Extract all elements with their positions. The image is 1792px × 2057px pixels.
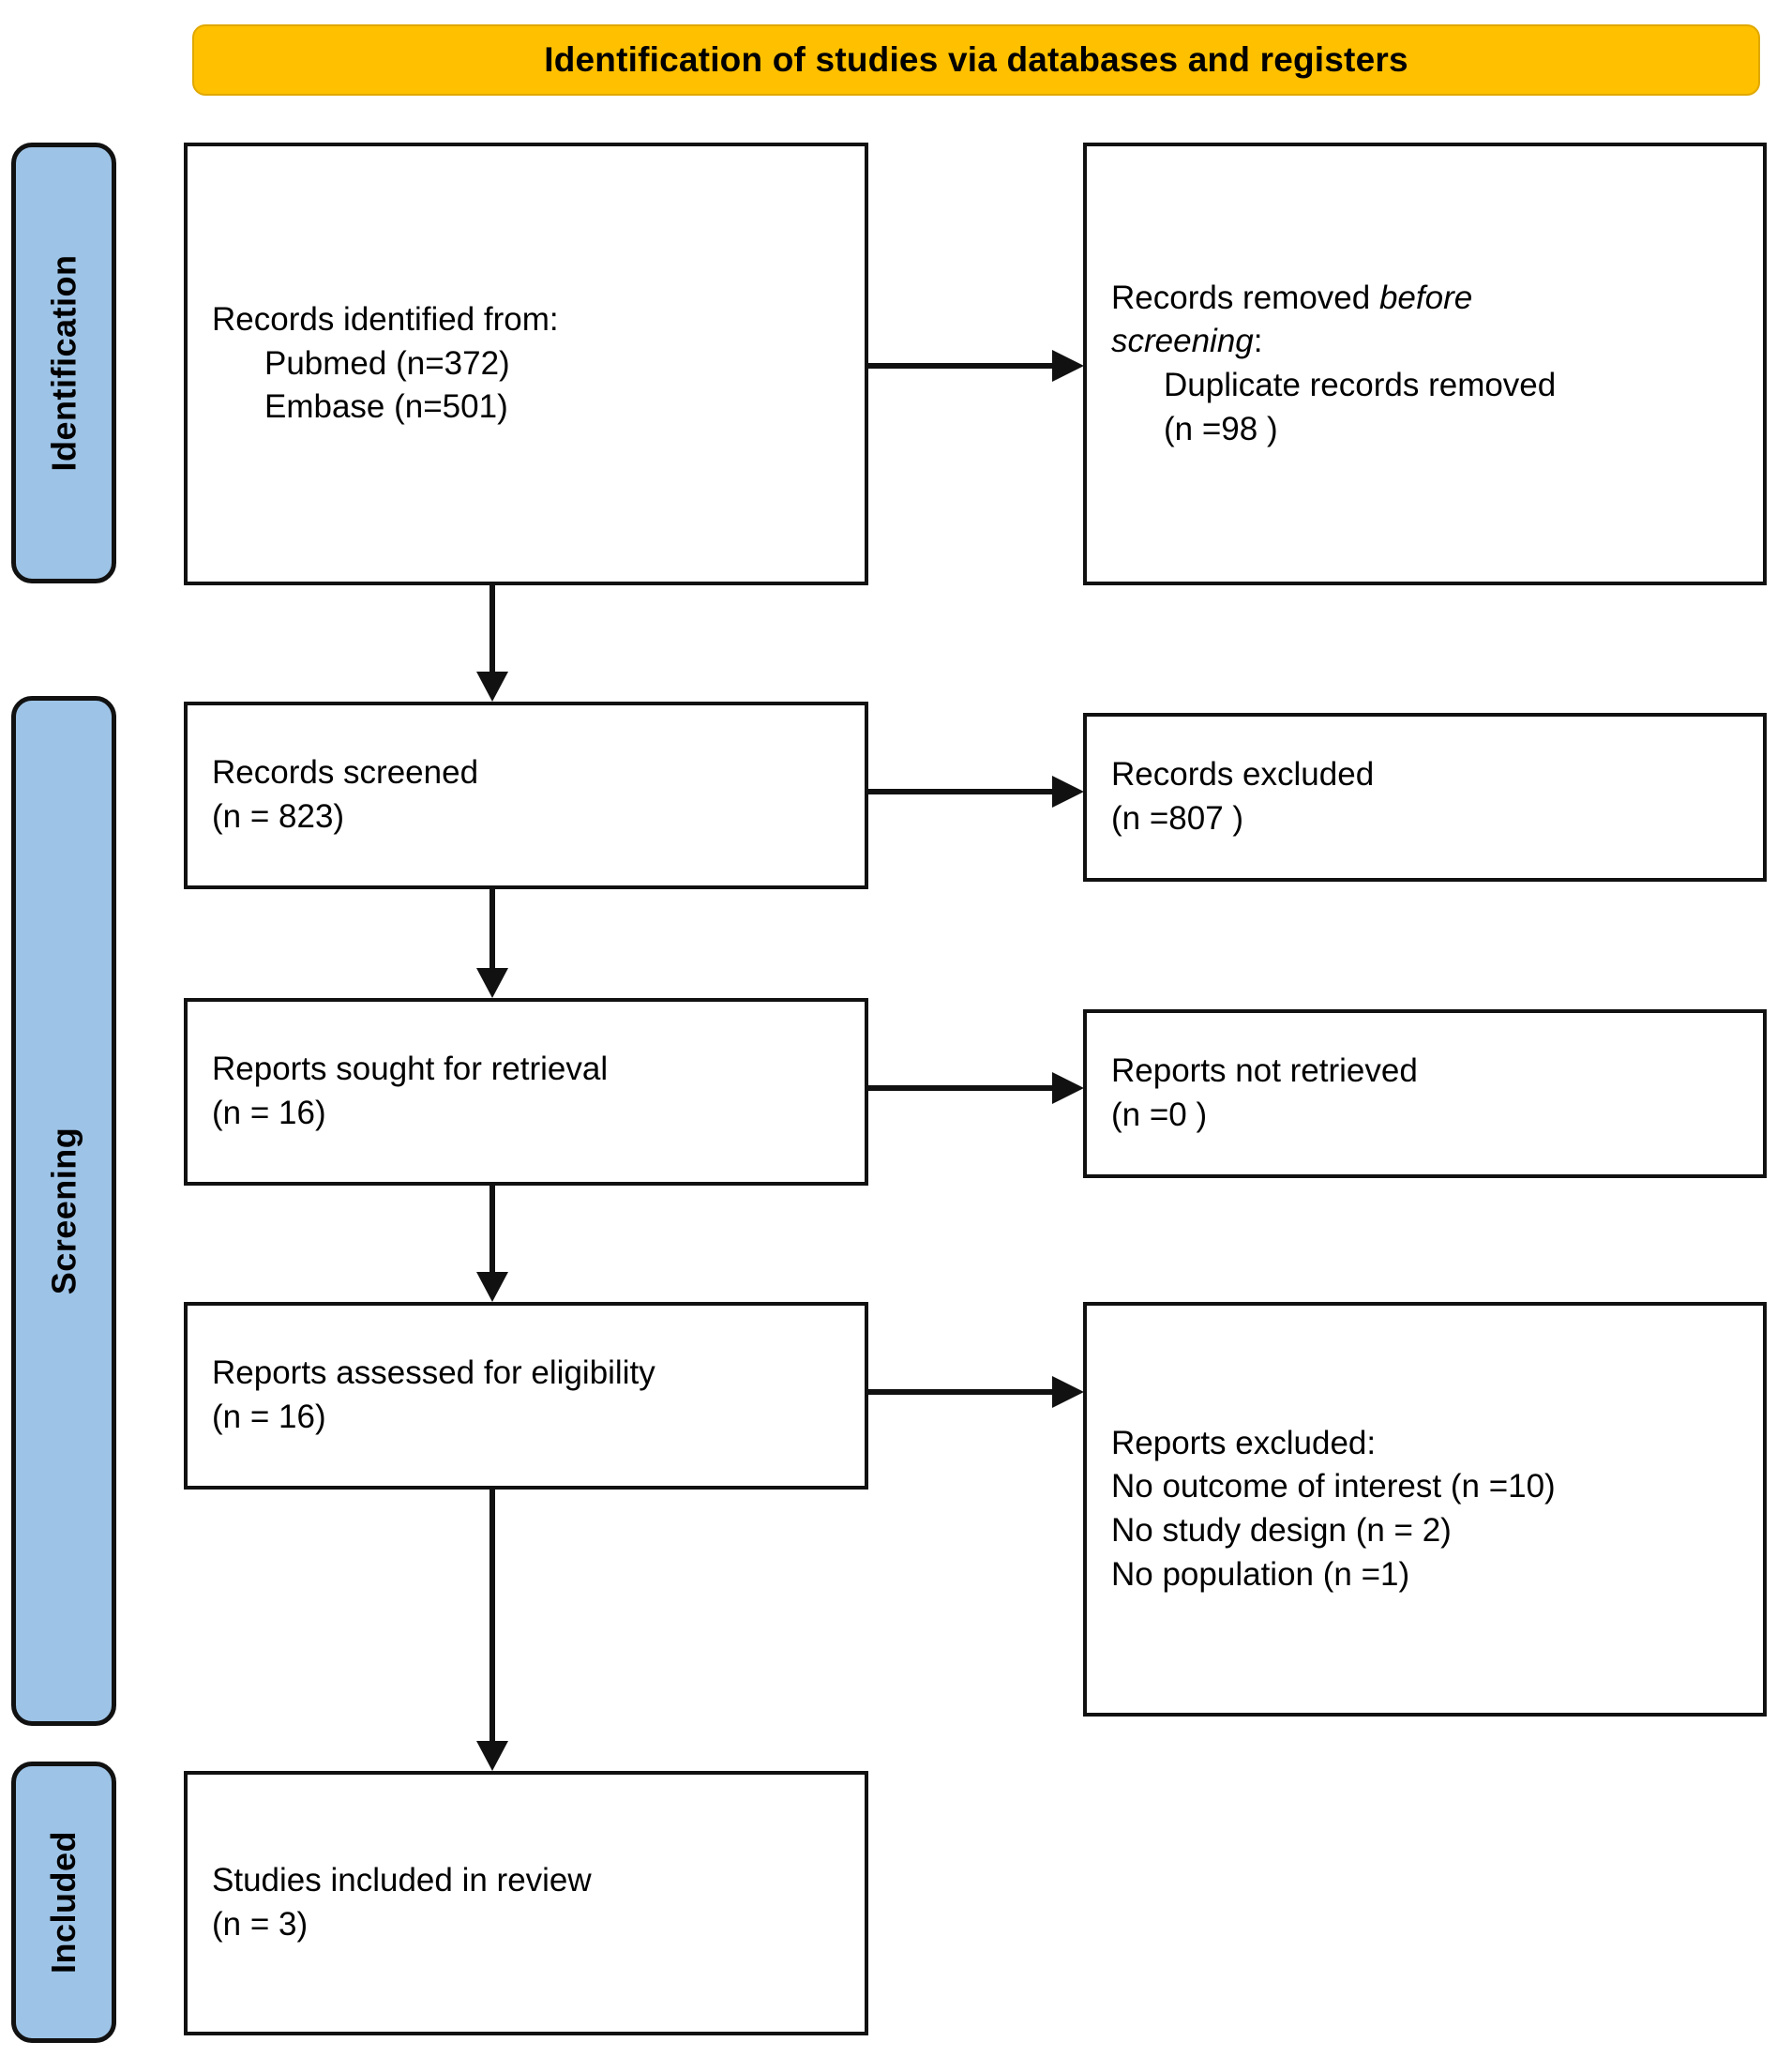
box-records-removed-line-3: Duplicate records removed [1164,367,1557,403]
stage-label-screening: Screening [11,696,116,1726]
stage-label-screening-text: Screening [44,1127,83,1295]
box-reports-assessed-line-2: (n = 16) [212,1399,326,1435]
box-records-removed-line-1: Records removed before [1111,277,1739,321]
diagram-title: Identification of studies via databases … [544,40,1408,79]
stage-label-included-text: Included [44,1830,83,1974]
box-reports-sought-for-retrieval: Reports sought for retrieval (n = 16) [184,998,868,1186]
arrow-screened-to-sought [469,889,516,1000]
box-records-removed-line-1-plain: Records removed [1111,279,1379,316]
box-records-screened: Records screened (n = 823) [184,702,868,889]
box-records-excluded: Records excluded (n =807 ) [1083,713,1767,882]
arrow-identified-to-screened [469,585,516,703]
stage-label-identification: Identification [11,143,116,583]
box-reports-sought-line-1: Reports sought for retrieval [212,1051,609,1088]
box-reports-excluded-line-4: No population (n =1) [1111,1555,1410,1593]
box-records-removed-line-4: (n =98 ) [1164,410,1278,447]
box-records-identified-line-2: Pubmed (n=372) [264,344,510,382]
box-reports-assessed-line-1: Reports assessed for eligibility [212,1354,655,1392]
arrow-sought-to-assessed [469,1186,516,1304]
box-reports-not-retrieved-line-2: (n =0 ) [1111,1097,1208,1133]
stage-label-included: Included [11,1762,116,2043]
box-records-excluded-line-2: (n =807 ) [1111,800,1244,837]
arrow-identified-to-removed-before-screening [868,345,1086,386]
diagram-title-banner: Identification of studies via databases … [192,24,1760,96]
arrow-assessed-to-included [469,1490,516,1773]
stage-label-identification-text: Identification [44,254,83,472]
box-records-removed-line-2: screening: [1111,320,1739,364]
box-reports-not-retrieved: Reports not retrieved (n =0 ) [1083,1009,1767,1178]
box-reports-assessed-for-eligibility: Reports assessed for eligibility (n = 16… [184,1302,868,1490]
arrow-sought-to-not-retrieved [868,1067,1086,1109]
box-records-removed-line-2-italic: screening [1111,323,1254,360]
arrow-screened-to-records-excluded [868,771,1086,812]
box-reports-excluded-line-1: Reports excluded: [1111,1424,1377,1461]
box-reports-excluded: Reports excluded: No outcome of interest… [1083,1302,1767,1717]
box-reports-sought-line-2: (n = 16) [212,1095,326,1131]
box-records-excluded-line-1: Records excluded [1111,756,1375,794]
box-studies-included-line-1: Studies included in review [212,1862,592,1899]
box-records-removed-before-screening: Records removed before screening: Duplic… [1083,143,1767,585]
box-records-identified: Records identified from: Pubmed (n=372) … [184,143,868,585]
box-reports-excluded-line-2: No outcome of interest (n =10) [1111,1468,1556,1505]
box-records-removed-line-2-plain: : [1253,323,1263,360]
box-records-identified-line-3: Embase (n=501) [264,388,508,426]
arrow-assessed-to-reports-excluded [868,1371,1086,1413]
box-records-identified-line-1: Records identified from: [212,301,559,339]
box-records-screened-line-2: (n = 823) [212,798,345,835]
box-records-removed-line-1-italic: before [1378,279,1473,316]
box-records-screened-line-1: Records screened [212,754,479,792]
box-studies-included-in-review: Studies included in review (n = 3) [184,1771,868,2035]
box-reports-excluded-line-3: No study design (n = 2) [1111,1512,1452,1549]
box-studies-included-line-2: (n = 3) [212,1906,309,1943]
box-reports-not-retrieved-line-1: Reports not retrieved [1111,1052,1418,1090]
